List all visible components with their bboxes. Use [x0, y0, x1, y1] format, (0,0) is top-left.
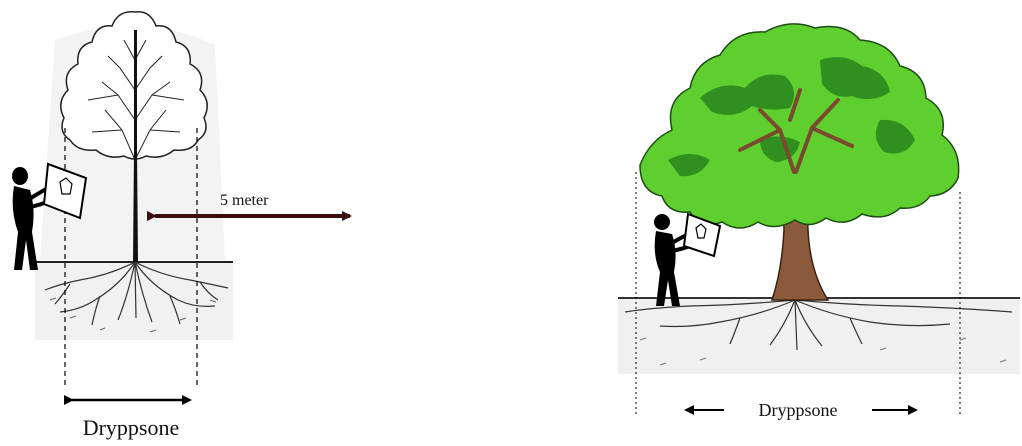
left-dripline-label: Dryppsone: [83, 415, 180, 440]
right-person-icon: [654, 214, 720, 306]
left-figure: 5 meter Dryppsone: [12, 12, 350, 440]
distance-label: 5 meter: [220, 192, 269, 209]
right-tree-foliage: [640, 24, 959, 228]
right-dripline-label: Dryppsone: [759, 400, 838, 420]
right-figure: Dryppsone: [618, 24, 1020, 420]
